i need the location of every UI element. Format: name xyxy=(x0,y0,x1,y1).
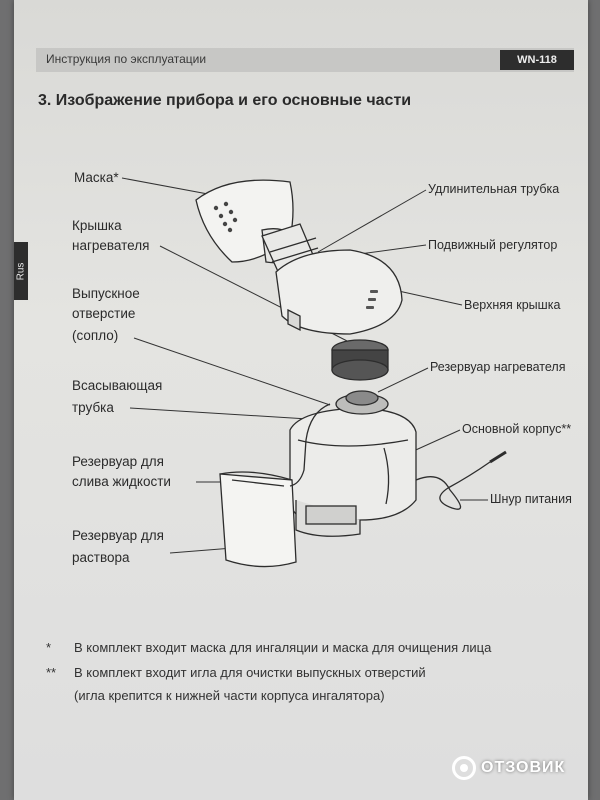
label-suction-line2: трубка xyxy=(72,400,114,415)
watermark-logo-icon xyxy=(452,756,476,780)
top-cover-shape xyxy=(275,249,403,335)
leader-heater-tank xyxy=(377,367,429,393)
footnote-mark: * xyxy=(46,640,52,655)
label-top-cover: Верхняя крышка xyxy=(464,298,561,312)
header-title: Инструкция по эксплуатации xyxy=(46,52,207,66)
label-drain-line2: слива жидкости xyxy=(72,474,171,489)
suction-tube-shape xyxy=(289,403,331,487)
main-body-shape xyxy=(289,390,417,537)
label-extension-tube: Удлинительная трубка xyxy=(428,182,560,196)
label-solution-line2: раствора xyxy=(72,550,130,565)
label-heater-tank: Резервуар нагревателя xyxy=(430,360,566,374)
instruction-page xyxy=(14,0,588,800)
footnote-mark: ** xyxy=(46,665,57,680)
leader-top-cover xyxy=(393,289,463,306)
label-outlet-line3: (сопло) xyxy=(72,328,119,343)
leader-suction xyxy=(129,407,325,421)
footnote-text: (игла крепится к нижней части корпуса ин… xyxy=(74,688,385,703)
header-bar xyxy=(36,48,574,72)
footnote-text: В комплект входит маска для ингаляции и … xyxy=(74,640,492,655)
label-solution-line1: Резервуар для xyxy=(72,528,164,543)
language-tab: Rus xyxy=(14,242,28,300)
heater-cap-shape xyxy=(331,339,389,381)
label-heater-cap-line1: Крышка xyxy=(72,218,122,233)
label-power-cord: Шнур питания xyxy=(490,492,572,506)
label-main-body: Основной корпус** xyxy=(462,422,572,436)
section-title: 3. Изображение прибора и его основные ча… xyxy=(38,92,412,109)
power-cord-shape xyxy=(415,450,507,510)
reservoir-shape xyxy=(219,471,297,568)
label-outlet-line2: отверстие xyxy=(72,306,136,321)
footnote-text: В комплект входит игла для очистки выпус… xyxy=(74,665,426,680)
model-badge: WN-118 xyxy=(500,50,574,70)
label-regulator: Подвижный регулятор xyxy=(428,238,558,252)
label-heater-cap-line2: нагревателя xyxy=(72,238,150,253)
label-suction-line1: Всасывающая xyxy=(72,378,163,393)
watermark: ОТЗОВИК xyxy=(452,756,565,780)
label-outlet-line1: Выпускное xyxy=(72,286,140,301)
label-drain-line1: Резервуар для xyxy=(72,454,164,469)
watermark-text: ОТЗОВИК xyxy=(481,759,566,776)
leader-outlet xyxy=(133,337,331,406)
leader-extension xyxy=(317,189,427,253)
label-mask: Маска* xyxy=(74,170,119,185)
